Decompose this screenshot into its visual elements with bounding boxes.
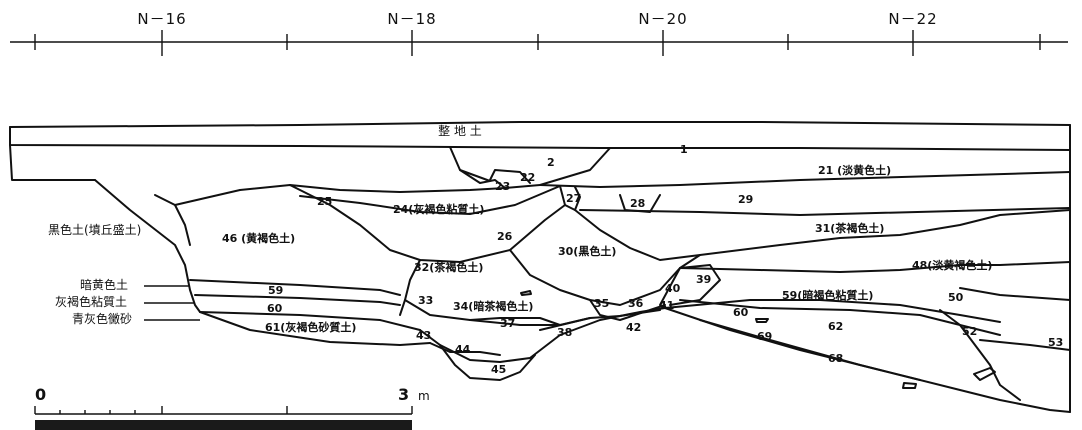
- layer-28: 28: [630, 197, 645, 210]
- scale-start: 0: [35, 385, 46, 404]
- layer-53: 53: [1048, 336, 1063, 349]
- section-lines: [9, 121, 1071, 413]
- layer-43: 43: [416, 329, 431, 342]
- grid-axis: N－16 N－18 N－20 N－22: [10, 10, 1068, 56]
- layer-36: 36: [628, 297, 644, 310]
- layer-62: 62: [828, 320, 843, 333]
- layer-1: 1: [680, 143, 688, 156]
- layer-50: 50: [948, 291, 964, 304]
- scale-bar: 0 3 m: [34, 385, 430, 430]
- layer-37: 37: [500, 317, 515, 330]
- left-labels: 黒色土(墳丘盛土) 暗黄色土 灰褐色粘質土 青灰色黴砂: [48, 222, 200, 326]
- layer-38: 38: [557, 326, 572, 339]
- layer-29: 29: [738, 193, 753, 206]
- grid-marker-n22: N－22: [888, 10, 937, 28]
- layer-22: 22: [520, 171, 535, 184]
- layer-24: 24(灰褐色粘質土): [393, 202, 484, 216]
- layer-25: 25: [317, 195, 332, 208]
- layer-41: 41: [659, 299, 674, 312]
- layer-69: 69: [757, 330, 772, 343]
- layer-27: 27: [566, 192, 581, 205]
- layer-61: 61(灰褐色砂質土): [265, 320, 356, 334]
- layer-48: 48(淡黄褐色土): [912, 258, 992, 272]
- grid-marker-n16: N－16: [137, 10, 186, 28]
- layer-30: 30(黒色土): [558, 244, 616, 258]
- layer-46: 46 (黄褐色土): [222, 231, 295, 245]
- layer-68: 68: [828, 352, 843, 365]
- label-blue-grey-sand: 青灰色黴砂: [72, 311, 132, 326]
- label-landfill: 整 地 土: [438, 123, 482, 138]
- layer-labels: 整 地 土 1 2 21 (淡黄色土) 22 23 24(灰褐色粘質土) 25 …: [222, 123, 1063, 376]
- layer-33: 33: [418, 294, 433, 307]
- layer-60-right: 60: [733, 306, 749, 319]
- layer-23: 23: [495, 180, 510, 193]
- layer-2: 2: [547, 156, 555, 169]
- layer-59-right: 59(暗褐色粘質土): [782, 288, 873, 302]
- layer-42: 42: [626, 321, 641, 334]
- layer-45: 45: [491, 363, 506, 376]
- layer-32: 32(茶褐色土): [414, 260, 483, 274]
- layer-40: 40: [665, 282, 681, 295]
- grid-marker-n20: N－20: [638, 10, 687, 28]
- layer-39: 39: [696, 273, 711, 286]
- layer-59-left: 59: [268, 284, 283, 297]
- layer-26: 26: [497, 230, 513, 243]
- layer-34: 34(暗茶褐色土): [453, 299, 533, 313]
- layer-31: 31(茶褐色土): [815, 221, 884, 235]
- scale-unit: m: [418, 389, 430, 403]
- scale-end: 3: [398, 385, 409, 404]
- label-grey-brown-clay: 灰褐色粘質土: [55, 294, 127, 309]
- label-dark-yellow: 暗黄色土: [80, 277, 128, 292]
- layer-21: 21 (淡黄色土): [818, 163, 891, 177]
- layer-52: 52: [962, 325, 977, 338]
- grid-marker-n18: N－18: [387, 10, 436, 28]
- layer-44: 44: [455, 343, 471, 356]
- layer-35: 35: [594, 297, 609, 310]
- layer-60-left: 60: [267, 302, 283, 315]
- label-black-soil: 黒色土(墳丘盛土): [48, 222, 141, 237]
